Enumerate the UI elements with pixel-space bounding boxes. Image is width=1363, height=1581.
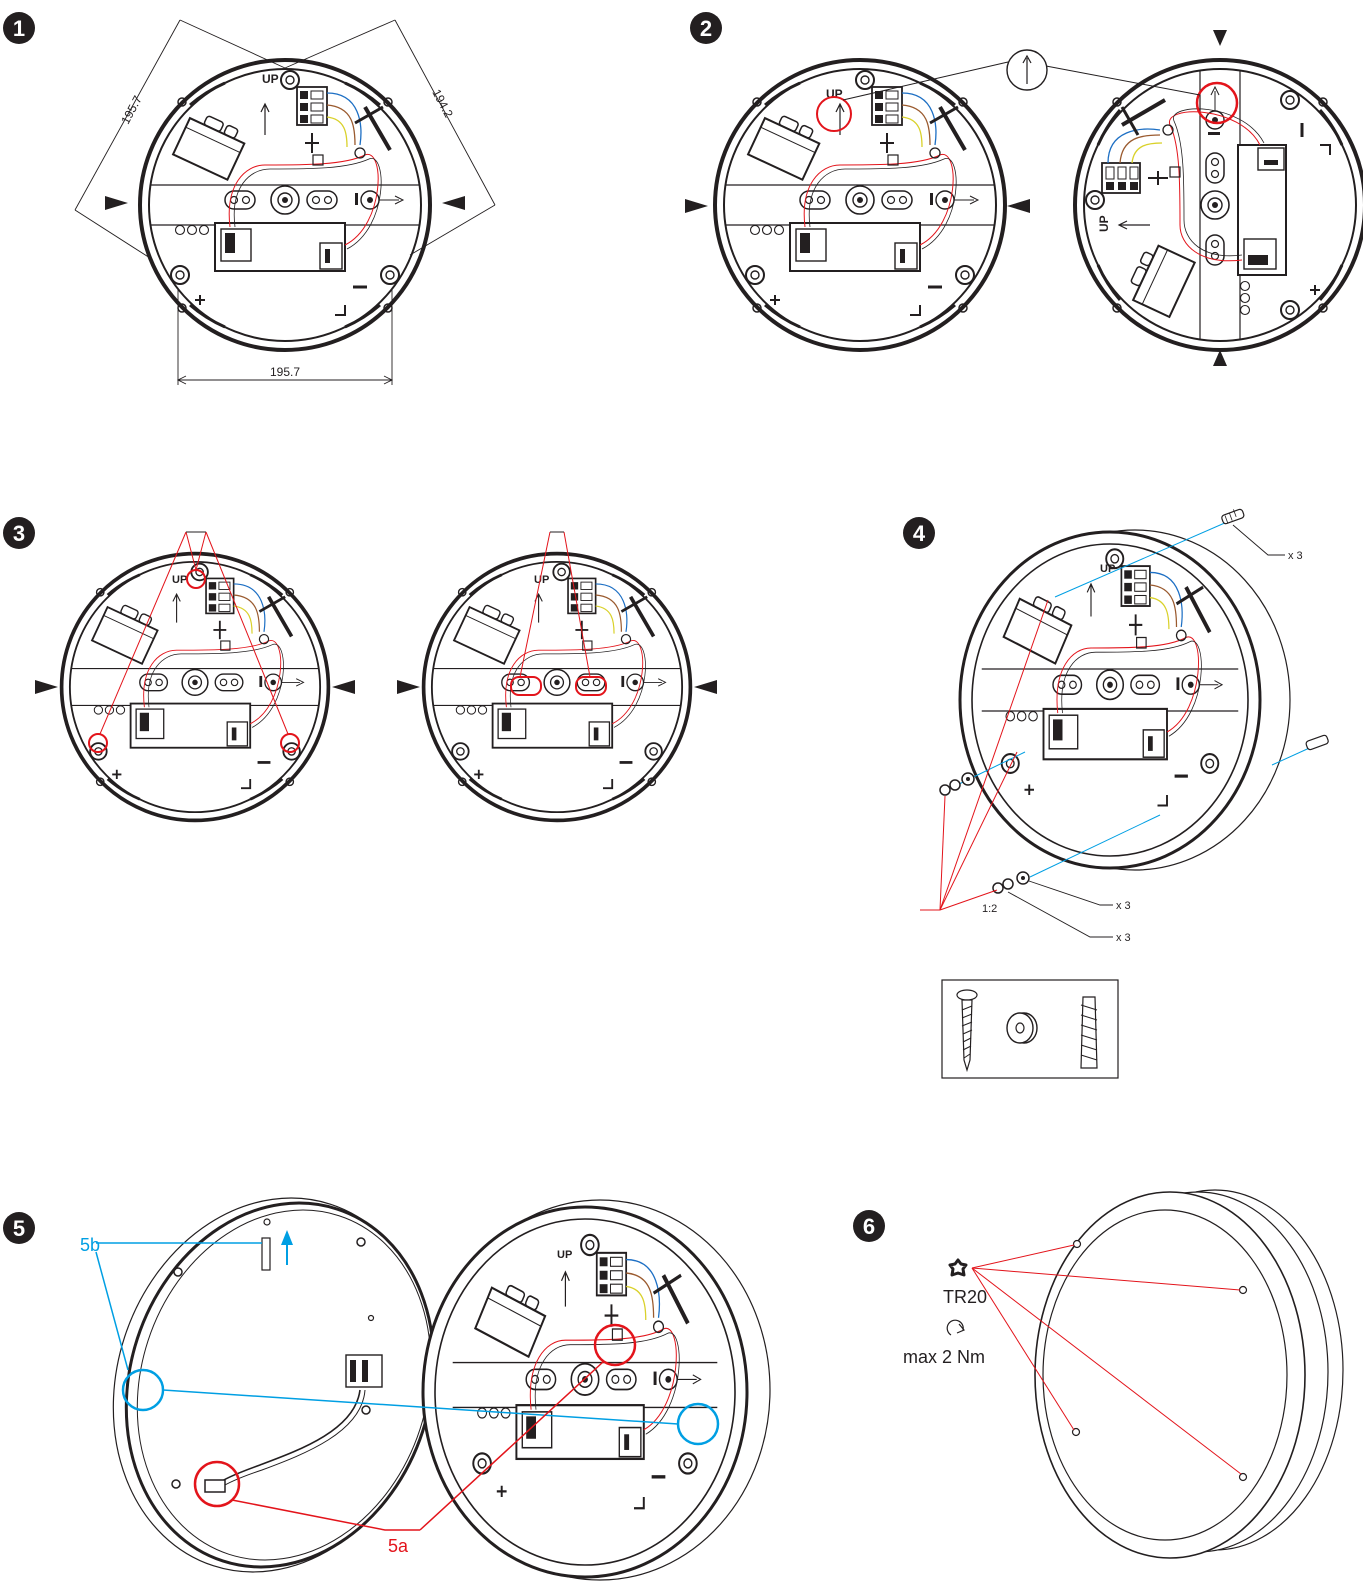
step-6-badge: 6	[853, 1210, 885, 1242]
torque-label: max 2 Nm	[903, 1347, 985, 1367]
step-2-base-right	[1075, 60, 1363, 350]
screw-icon	[992, 878, 1014, 894]
step-6-leaders	[971, 1244, 1242, 1475]
dimension-bottom-label: 195.7	[270, 365, 300, 379]
step-3-base-left	[62, 554, 329, 821]
step-2-callout-right	[1045, 65, 1201, 96]
torx-icon	[948, 1258, 968, 1277]
step-1: 1 UP 195.7 194.2 195.7	[3, 12, 496, 385]
step-6-luminaire	[1034, 1189, 1344, 1559]
step-5a-label: 5a	[388, 1536, 409, 1556]
wall-plug-icon	[1080, 996, 1098, 1069]
step-4-up-label: UP	[1100, 563, 1115, 575]
step-2-badge: 2	[690, 12, 722, 44]
qty-washer-label: x 3	[1116, 900, 1131, 912]
step-1-base-plate	[140, 60, 430, 350]
step-3-up-label-left: UP	[172, 574, 187, 586]
step-2-up-label-right: UP	[1097, 215, 1111, 232]
pointer-triangle-icon	[442, 196, 465, 210]
dimension-right-label: 194.2	[429, 87, 456, 120]
step-3-base-right	[424, 554, 691, 821]
step-5: 5	[3, 1197, 771, 1581]
step-5a-highlight-cover	[193, 1460, 241, 1508]
step-2-callout-left	[842, 61, 1009, 101]
step-2-base-left	[715, 60, 1005, 350]
wall-plug-icon	[1221, 508, 1245, 525]
wall-plug-icon	[1305, 734, 1329, 751]
step-5a-highlight-base	[593, 1323, 637, 1367]
step-5-base-perspective	[421, 1199, 771, 1581]
step-3-callout-lines-left	[99, 531, 289, 735]
pointer-triangle-icon	[1213, 350, 1227, 366]
step-5-badge: 5	[3, 1212, 35, 1244]
step-5-number: 5	[13, 1216, 25, 1241]
screw-icon	[939, 779, 961, 796]
step-3-badge: 3	[3, 517, 35, 549]
step-4-badge: 4	[903, 517, 935, 549]
step-6-number: 6	[863, 1214, 875, 1239]
step-3: 3 UP UP	[3, 517, 717, 820]
qty-dowel-label: x 3	[1288, 550, 1303, 562]
step-5-up-label: UP	[557, 1249, 572, 1261]
ratio-label: 1:2	[982, 903, 997, 915]
step-2: 2 UP UP	[685, 12, 1363, 366]
pointer-triangle-icon	[694, 680, 717, 694]
rotate-arrow-icon	[946, 1319, 965, 1336]
pointer-triangle-icon	[105, 196, 128, 210]
step-4-base-perspective	[958, 529, 1291, 871]
pointer-triangle-icon	[332, 680, 355, 694]
step-1-number: 1	[13, 16, 25, 41]
step-1-badge: 1	[3, 12, 35, 44]
washer-icon	[961, 772, 975, 786]
pointer-triangle-icon	[35, 680, 58, 694]
step-5a-leader	[231, 1361, 604, 1531]
step-1-dimension-lines	[74, 19, 496, 385]
step-3-callout-lines-right	[519, 531, 591, 678]
step-4-number: 4	[913, 521, 926, 546]
step-4-qty-leaders	[1007, 524, 1285, 938]
washer-icon	[1006, 1012, 1038, 1044]
step-2-highlight-left	[816, 96, 852, 132]
step-3-up-label-right: UP	[534, 574, 549, 586]
pointer-triangle-icon	[397, 680, 420, 694]
step-4: 4 UP	[903, 508, 1329, 1079]
step-5b-leader	[95, 1242, 262, 1371]
dimension-left-label: 195.7	[118, 93, 145, 126]
arrow-up-circle-icon	[1006, 49, 1048, 91]
step-3-number: 3	[13, 521, 25, 546]
step-5-cover	[112, 1197, 436, 1573]
pointer-triangle-icon	[685, 199, 708, 213]
pointer-triangle-icon	[1007, 199, 1030, 213]
step-6: 6 TR20 max 2 Nm	[853, 1189, 1344, 1559]
qty-screw-label: x 3	[1116, 932, 1131, 944]
step-4-red-leaders	[920, 599, 1049, 911]
step-5b-label: 5b	[80, 1235, 100, 1255]
washer-icon	[1016, 871, 1030, 885]
pointer-triangle-icon	[1213, 30, 1227, 46]
step-4-parts-box	[941, 979, 1119, 1079]
tool-label: TR20	[943, 1287, 987, 1307]
step-2-number: 2	[700, 16, 712, 41]
step-1-up-label: UP	[262, 72, 279, 86]
step-2-highlight-right	[1195, 81, 1239, 125]
screw-icon	[956, 989, 978, 1073]
